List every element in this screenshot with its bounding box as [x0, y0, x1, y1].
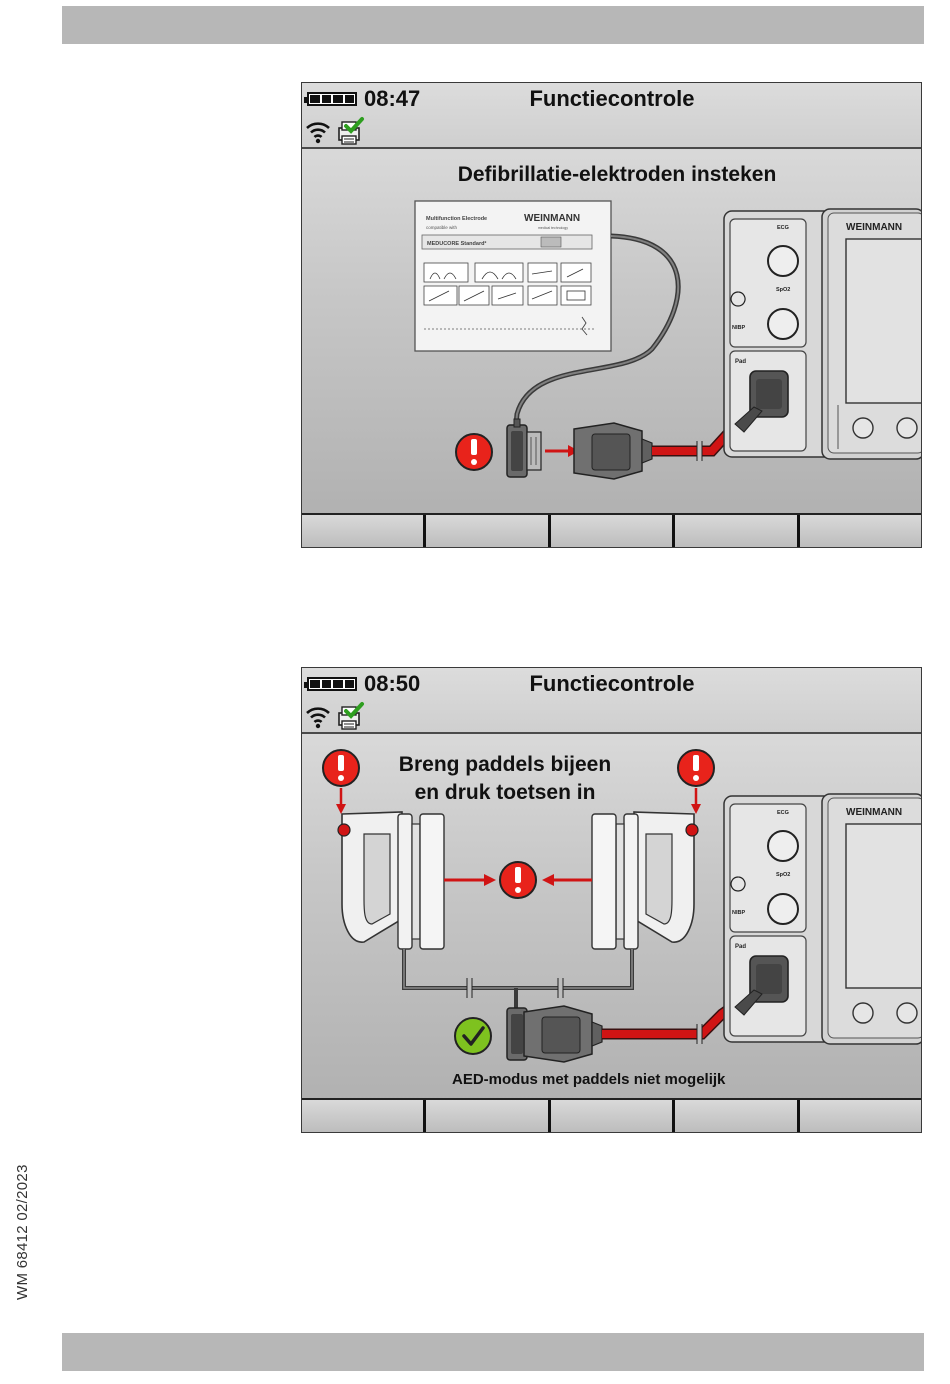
port-label-nibp: NIBP — [732, 325, 745, 331]
softkey-3[interactable] — [551, 515, 676, 547]
clock: 08:47 — [364, 86, 421, 111]
right-paddle — [591, 811, 699, 950]
instruction-line-2: en druk toetsen in — [414, 781, 596, 804]
connection-illustration: Multifunction Electrode compatible with … — [414, 200, 921, 480]
electrode-pack-brand: WEINMANN — [524, 213, 580, 224]
header-band — [62, 6, 924, 44]
screen-content: Defibrillatie-elektroden insteken Multif… — [302, 149, 921, 515]
device-screen-1: 08:47 Functiecontrole Defibrillatie-elek… — [301, 82, 922, 548]
screen-title: Functiecontrole — [529, 671, 695, 696]
wifi-icon — [306, 122, 330, 144]
electrode-pack-compat: compatible with — [426, 225, 458, 230]
softkey-2[interactable] — [426, 1100, 551, 1132]
wifi-icon — [306, 707, 330, 729]
clock: 08:50 — [364, 671, 421, 696]
port-label-nibp: NIBP — [732, 910, 745, 916]
warning-icon-center — [499, 861, 537, 899]
port-label-pad: Pad — [735, 944, 746, 950]
warning-icon-right — [677, 749, 715, 814]
battery-icon — [304, 92, 357, 106]
printer-check-icon — [338, 117, 364, 145]
electrode-pack-brand-sub: medical technology — [538, 226, 568, 230]
softkey-5[interactable] — [800, 515, 921, 547]
softkey-3[interactable] — [551, 1100, 676, 1132]
defibrillator-device: ECG SpO2 NIBP Pad WEINMANN — [723, 793, 921, 1045]
instruction-line-1: Breng paddels bijeen — [398, 753, 612, 776]
check-icon — [454, 1017, 492, 1055]
status-bar: 08:47 Functiecontrole — [302, 83, 921, 149]
electrode-pack-label: Multifunction Electrode — [426, 216, 487, 222]
electrode-plug — [506, 418, 542, 478]
instruction-text: Breng paddels bijeen en druk toetsen in — [390, 751, 620, 807]
softkey-5[interactable] — [800, 1100, 921, 1132]
warning-icon-left — [322, 749, 360, 814]
softkey-4[interactable] — [675, 515, 800, 547]
softkey-bar — [302, 513, 921, 547]
screen-title: Functiecontrole — [529, 86, 695, 111]
paddles-illustration: ECG SpO2 NIBP Pad WEINMANN — [322, 749, 921, 1063]
port-label-spo2: SpO2 — [776, 287, 790, 293]
softkey-1[interactable] — [302, 1100, 427, 1132]
defibrillator-device: ECG SpO2 NIBP Pad WEINMANN — [723, 208, 921, 460]
softkey-2[interactable] — [426, 515, 551, 547]
device-brand: WEINMANN — [846, 222, 902, 233]
device-brand: WEINMANN — [846, 807, 902, 818]
port-label-spo2: SpO2 — [776, 872, 790, 878]
screen-content: Breng paddels bijeen en druk toetsen in — [302, 734, 921, 1100]
port-label-ecg: ECG — [777, 225, 789, 231]
footer-band — [62, 1333, 924, 1371]
softkey-4[interactable] — [675, 1100, 800, 1132]
status-bar: 08:50 Functiecontrole — [302, 668, 921, 734]
paddle-plug — [506, 1005, 603, 1063]
port-label-ecg: ECG — [777, 810, 789, 816]
printer-check-icon — [338, 702, 364, 730]
therapy-cable-socket — [573, 422, 653, 480]
softkey-bar — [302, 1098, 921, 1132]
electrode-pack: Multifunction Electrode compatible with … — [414, 200, 612, 352]
port-label-pad: Pad — [735, 359, 746, 365]
battery-icon — [304, 677, 357, 691]
warning-icon — [455, 433, 493, 471]
left-paddle — [337, 811, 445, 950]
electrode-pack-product: MEDUCORE Standard² — [427, 240, 486, 247]
softkey-1[interactable] — [302, 515, 427, 547]
footnote-text: AED-modus met paddels niet mogelijk — [452, 1071, 726, 1088]
device-screen-2: 08:50 Functiecontrole Breng paddels bije… — [301, 667, 922, 1133]
instruction-text: Defibrillatie-elektroden insteken — [457, 163, 777, 186]
document-number: WM 68412 02/2023 — [14, 1164, 31, 1300]
